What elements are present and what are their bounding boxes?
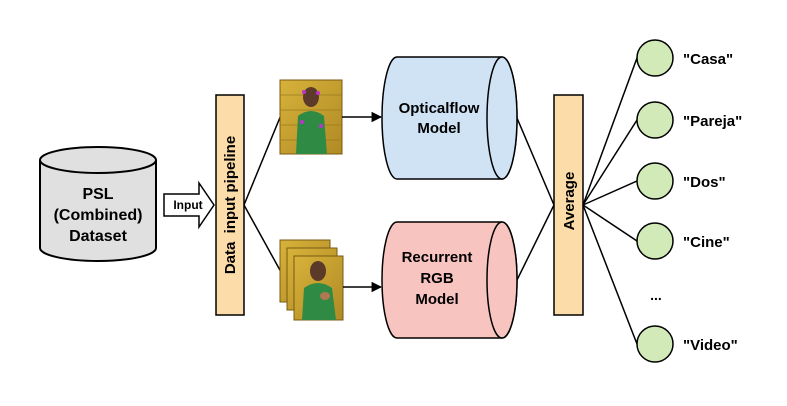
output-label-video: "Video" [683,337,738,354]
input-label: Input [173,198,202,212]
output-label-pareja: "Pareja" [683,113,742,130]
dataset-label-line1: PSL [82,186,113,203]
dataset-cylinder: PSL (Combined) Dataset [39,146,157,262]
output-label-dos: "Dos" [683,174,726,191]
pipeline-to-rgb-line [243,204,282,273]
pipeline-label: Data input pipeline [222,136,239,274]
output-ellipsis: ... [650,287,662,303]
opticalflow-model: Opticalflow Model [381,56,518,180]
average-label: Average [561,172,578,231]
recurrent-rgb-model: Recurrent RGB Model [381,221,518,339]
data-input-pipeline-bar: Data input pipeline [215,94,245,316]
output-label-casa: "Casa" [683,51,733,68]
input-arrow: Input [163,180,215,230]
recurrent-label-line1: Recurrent [402,249,473,266]
output-node-cine: "Cine" [636,222,730,260]
output-lines [582,57,638,345]
output-node-casa: "Casa" [636,39,733,77]
optical-flow-frame-image [279,79,343,155]
rgb-model-to-average-line [516,204,555,281]
flow-model-to-average-line [516,117,555,206]
average-bar: Average [553,94,584,316]
rgb-frame-stack-image [279,239,344,321]
opticalflow-label-line1: Opticalflow [399,100,480,117]
output-node-video: "Video" [636,325,738,363]
pipeline-to-flow-line [243,114,282,206]
dataset-body [39,160,157,262]
recurrent-label-line2: RGB [420,270,454,287]
dataset-label-line3: Dataset [69,228,127,245]
output-label-cine: "Cine" [683,234,730,251]
dataset-top [39,146,157,174]
output-node-pareja: "Pareja" [636,101,742,139]
recurrent-label-line3: Model [415,291,458,308]
opticalflow-label-line2: Model [417,120,460,137]
dataset-label-line2: (Combined) [54,207,143,224]
output-node-dos: "Dos" [636,162,726,200]
